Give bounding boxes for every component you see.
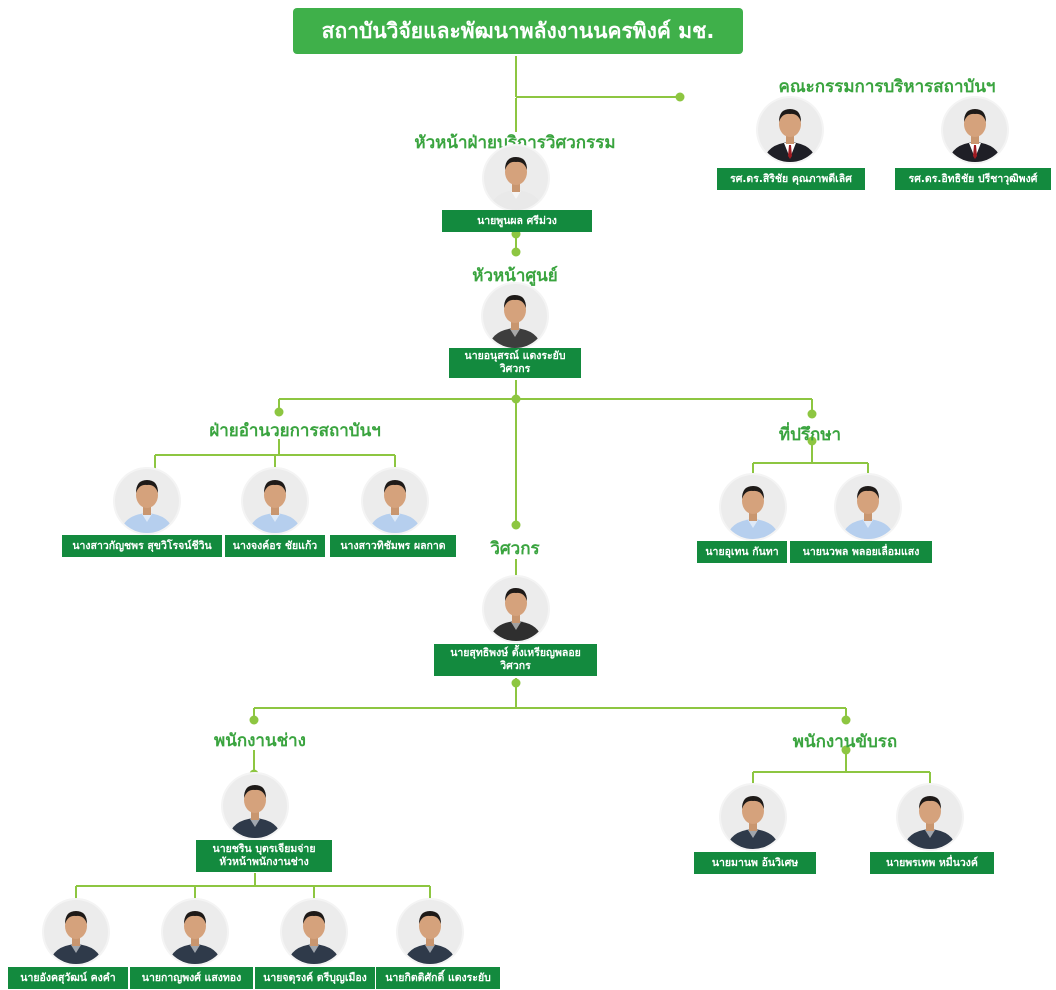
avatar-icon xyxy=(229,785,281,838)
name-label-adv2: นายนวพล พลอยเลื่อมแสง xyxy=(790,541,932,563)
name-label-tech4: นายกิตติศักดิ์ แดงระยับ xyxy=(376,967,500,989)
avatar-icon xyxy=(727,796,779,849)
avatar-icon xyxy=(50,911,102,964)
avatar-icon xyxy=(842,486,894,539)
person-photo-engineer xyxy=(484,577,548,641)
person-photo-driver2 xyxy=(898,785,962,849)
avatar-icon xyxy=(490,588,542,641)
heading-engineer: วิศวกร xyxy=(490,539,540,559)
person-photo-admin1 xyxy=(115,469,179,533)
connector-dot xyxy=(675,92,685,102)
person-name: นายอนุสรณ์ แดงระยับ xyxy=(464,350,566,362)
person-name: นายพูนผล ศรีม่วง xyxy=(477,214,557,227)
person-photo-tech-head xyxy=(223,774,287,838)
person-photo-tech1 xyxy=(44,900,108,964)
person-photo-admin2 xyxy=(243,469,307,533)
person-name: นายนวพล พลอยเลื่อมแสง xyxy=(802,545,920,558)
avatar-icon xyxy=(369,480,421,533)
avatar-icon xyxy=(169,911,221,964)
avatar-icon xyxy=(904,796,956,849)
person-photo-head-center xyxy=(483,284,547,348)
person-photo-head-eng xyxy=(484,146,548,210)
org-title: สถาบันวิจัยและพัฒนาพลังงานนครพิงค์ มช. xyxy=(293,8,743,54)
avatar-icon xyxy=(727,486,779,539)
name-label-admin2: นางจงค์อร ชัยแก้ว xyxy=(225,535,325,557)
name-label-head-center: นายอนุสรณ์ แดงระยับวิศวกร xyxy=(449,348,581,378)
person-photo-tech3 xyxy=(282,900,346,964)
name-label-tech3: นายจตุรงค์ ตรีบุญเมือง xyxy=(255,967,375,989)
heading-advisor: ที่ปรึกษา xyxy=(778,425,842,445)
name-label-tech2: นายกาญพงศ์ แสงทอง xyxy=(130,967,253,989)
person-photo-adv2 xyxy=(836,475,900,539)
person-photo-adv1 xyxy=(721,475,785,539)
heading-head-engineering: หัวหน้าฝ่ายบริการวิศวกรรม xyxy=(414,133,616,153)
person-photo-admin3 xyxy=(363,469,427,533)
name-label-driver1: นายมานพ อ้นวิเศษ xyxy=(694,852,816,874)
person-name: นายชริน บุตรเจียมจ่าย xyxy=(212,843,316,855)
name-label-tech-head: นายชริน บุตรเจียมจ่ายหัวหน้าพนักงานช่าง xyxy=(196,840,332,872)
connector-dot xyxy=(511,394,521,404)
name-label-driver2: นายพรเทพ หมื่นวงค์ xyxy=(870,852,994,874)
heading-technician: พนักงานช่าง xyxy=(214,731,306,751)
connector-dot xyxy=(841,745,851,755)
connector-dot xyxy=(807,409,817,419)
connector-dot xyxy=(249,715,259,725)
person-name: นายอังคสุวัฒน์ คงคำ xyxy=(20,971,116,984)
heading-board: คณะกรรมการบริหารสถาบันฯ xyxy=(778,77,996,97)
avatar-icon xyxy=(949,109,1001,162)
person-name: นางสาวทิชัมพร ผลกาด xyxy=(340,539,446,552)
person-photo-tech2 xyxy=(163,900,227,964)
person-role: วิศวกร xyxy=(500,660,531,672)
connector-dot xyxy=(511,247,521,257)
name-label-tech1: นายอังคสุวัฒน์ คงคำ xyxy=(8,967,128,989)
person-name: นายพรเทพ หมื่นวงค์ xyxy=(886,856,978,869)
person-name: นายอุเทน กันทา xyxy=(705,545,779,558)
avatar-icon xyxy=(490,157,542,210)
person-photo-board1 xyxy=(758,98,822,162)
avatar-icon xyxy=(764,109,816,162)
person-name: นายมานพ อ้นวิเศษ xyxy=(711,856,799,869)
heading-admin: ฝ่ายอำนวยการสถาบันฯ xyxy=(209,421,381,441)
person-name: รศ.ดร.สิริชัย คุณภาพดีเลิศ xyxy=(730,172,852,185)
person-name: นายสุทธิพงษ์ ตั้งเหรียญพลอย xyxy=(450,647,581,659)
name-label-admin3: นางสาวทิชัมพร ผลกาด xyxy=(330,535,456,557)
person-photo-tech4 xyxy=(398,900,462,964)
avatar-icon xyxy=(288,911,340,964)
person-role: วิศวกร xyxy=(499,363,531,375)
connector-dot xyxy=(841,715,851,725)
avatar-icon xyxy=(249,480,301,533)
heading-head-center: หัวหน้าศูนย์ xyxy=(472,266,558,286)
avatar-icon xyxy=(121,480,173,533)
person-name: นายกิตติศักดิ์ แดงระยับ xyxy=(385,971,491,984)
person-name: นายจตุรงค์ ตรีบุญเมือง xyxy=(263,971,367,984)
name-label-head-eng: นายพูนผล ศรีม่วง xyxy=(442,210,592,232)
person-photo-driver1 xyxy=(721,785,785,849)
avatar-icon xyxy=(404,911,456,964)
person-name: นางสาวกัญชพร สุขวิโรจน์ชีวิน xyxy=(72,539,212,552)
connector-dot xyxy=(274,407,284,417)
person-role: หัวหน้าพนักงานช่าง xyxy=(219,856,309,868)
avatar-icon xyxy=(489,295,541,348)
connector-dot xyxy=(807,436,817,446)
person-name: นางจงค์อร ชัยแก้ว xyxy=(232,539,318,552)
connector-dot xyxy=(511,678,521,688)
connector-dot xyxy=(511,520,521,530)
name-label-engineer: นายสุทธิพงษ์ ตั้งเหรียญพลอยวิศวกร xyxy=(434,644,597,676)
name-label-admin1: นางสาวกัญชพร สุขวิโรจน์ชีวิน xyxy=(62,535,222,557)
person-name: นายกาญพงศ์ แสงทอง xyxy=(141,971,242,984)
person-name: รศ.ดร.อิทธิชัย ปรีชาวุฒิพงศ์ xyxy=(908,172,1038,185)
heading-driver: พนักงานขับรถ xyxy=(792,732,898,752)
name-label-adv1: นายอุเทน กันทา xyxy=(697,541,787,563)
name-label-board1: รศ.ดร.สิริชัย คุณภาพดีเลิศ xyxy=(717,168,865,190)
name-label-board2: รศ.ดร.อิทธิชัย ปรีชาวุฒิพงศ์ xyxy=(895,168,1051,190)
person-photo-board2 xyxy=(943,98,1007,162)
